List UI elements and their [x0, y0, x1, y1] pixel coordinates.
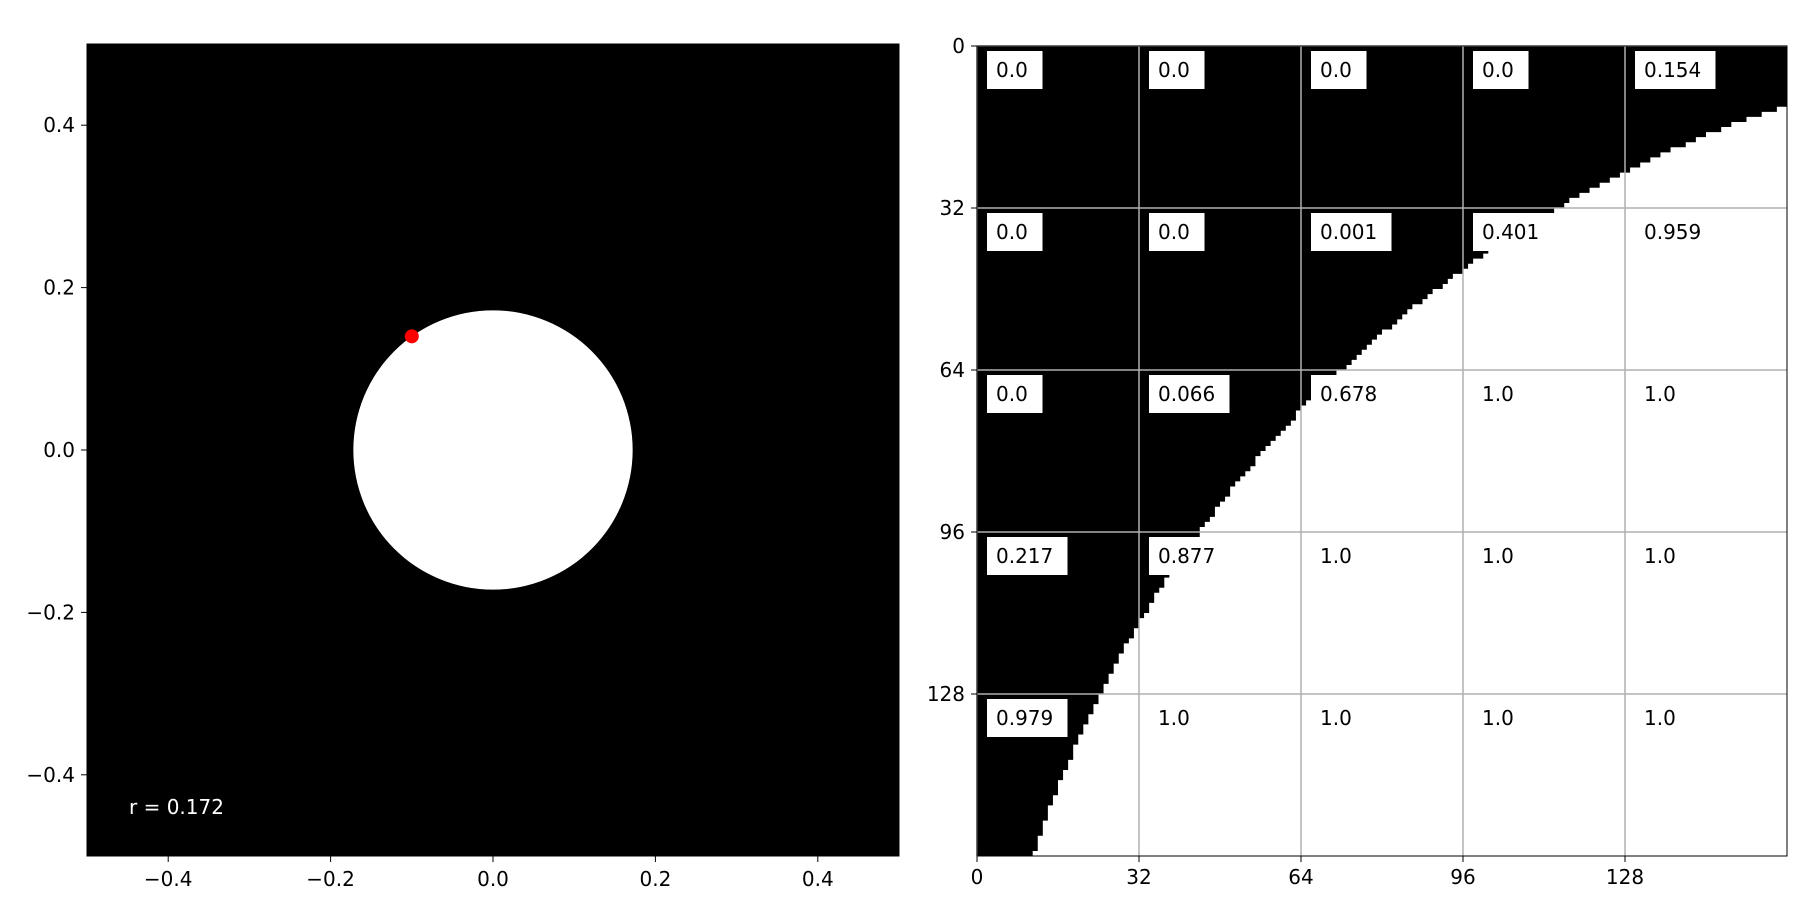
tile-value-label: 1.0 — [1482, 382, 1514, 406]
tile-value-label: 1.0 — [1644, 706, 1676, 730]
tile-label-box — [1635, 375, 1691, 413]
right-x-axis-ticks: 0 32 64 96 128 — [971, 856, 1644, 889]
tile-label-box — [1635, 699, 1691, 737]
tile-label-box — [1311, 51, 1367, 89]
right-chart-panel: 0.0 0.0 0.0 0.0 0.154 0.0 0.0 0.001 0.401 0.959 0.… — [927, 34, 1788, 889]
left-x-axis-ticks: −0.4 −0.2 0.0 0.2 0.4 — [144, 856, 834, 891]
tile-value-label: 0.959 — [1644, 220, 1701, 244]
tile-label-box — [1311, 213, 1392, 251]
tile-value-label: 0.001 — [1320, 220, 1377, 244]
left-x-tick-label: −0.4 — [144, 867, 193, 891]
left-x-tick-label: 0.4 — [802, 867, 834, 891]
tile-label-box — [1473, 213, 1554, 251]
tile-label-box — [1311, 699, 1367, 737]
tile-label-box — [1311, 375, 1392, 413]
tile-value-label: 0.979 — [996, 706, 1053, 730]
tile-label-box — [1473, 51, 1529, 89]
left-y-tick-label: 0.2 — [43, 276, 75, 300]
tile-value-label: 0.0 — [1320, 58, 1352, 82]
left-x-tick-label: 0.2 — [639, 867, 671, 891]
right-plot-frame — [976, 45, 1788, 857]
right-y-tick-label: 64 — [940, 358, 965, 382]
tile-label-box — [1635, 213, 1716, 251]
tile-label-box — [987, 537, 1068, 575]
tile-value-label: 0.066 — [1158, 382, 1215, 406]
left-y-tick-label: −0.2 — [26, 600, 75, 624]
tile-label-box — [1635, 537, 1691, 575]
right-y-tick-label: 0 — [952, 34, 965, 58]
tile-value-label: 0.0 — [996, 58, 1028, 82]
tile-value-label: 1.0 — [1158, 706, 1190, 730]
tile-value-label: 1.0 — [1644, 382, 1676, 406]
left-x-tick-label: −0.2 — [306, 867, 355, 891]
left-y-tick-label: 0.0 — [43, 438, 75, 462]
right-x-tick-label: 96 — [1450, 865, 1475, 889]
tile-value-label: 0.0 — [996, 382, 1028, 406]
tile-value-label: 0.0 — [1158, 58, 1190, 82]
tile-label-box — [987, 51, 1043, 89]
tile-value-label: 1.0 — [1482, 706, 1514, 730]
left-x-tick-label: 0.0 — [477, 867, 509, 891]
left-plot-frame — [86, 43, 900, 857]
tile-value-label: 0.678 — [1320, 382, 1377, 406]
radius-annotation: r = 0.172 — [129, 795, 224, 819]
right-x-tick-label: 0 — [971, 865, 984, 889]
tile-label-box — [1473, 699, 1529, 737]
right-y-tick-label: 32 — [940, 196, 965, 220]
tile-label-box — [1635, 51, 1716, 89]
left-y-tick-label: 0.4 — [43, 113, 75, 137]
tile-label-box — [1149, 375, 1230, 413]
tile-label-box — [987, 699, 1068, 737]
tile-label-box — [1473, 537, 1529, 575]
tile-value-label: 0.401 — [1482, 220, 1539, 244]
tile-label-box — [1311, 537, 1367, 575]
right-y-tick-label: 128 — [927, 682, 965, 706]
tile-label-box — [1149, 51, 1205, 89]
tile-value-label: 1.0 — [1644, 544, 1676, 568]
red-point — [404, 329, 419, 344]
tile-value-label: 0.0 — [996, 220, 1028, 244]
tile-value-label: 1.0 — [1320, 706, 1352, 730]
right-x-tick-label: 64 — [1288, 865, 1313, 889]
tile-value-label: 0.0 — [1482, 58, 1514, 82]
left-y-tick-label: −0.4 — [26, 763, 75, 787]
tile-value-label: 0.217 — [996, 544, 1053, 568]
tile-value-labels: 0.0 0.0 0.0 0.0 0.154 0.0 0.0 0.001 0.401 0.959 0.… — [987, 51, 1716, 737]
white-circle — [353, 310, 633, 590]
right-y-axis-ticks: 0 32 64 96 128 — [927, 34, 977, 706]
right-x-tick-label: 128 — [1606, 865, 1644, 889]
right-x-tick-label: 32 — [1126, 865, 1151, 889]
tile-value-label: 1.0 — [1482, 544, 1514, 568]
tile-label-box — [1473, 375, 1529, 413]
tile-value-label: 0.0 — [1158, 220, 1190, 244]
left-y-axis-ticks: 0.4 0.2 0.0 −0.2 −0.4 — [26, 113, 87, 787]
tile-label-box — [987, 213, 1043, 251]
tile-value-label: 0.154 — [1644, 58, 1701, 82]
tile-value-label: 0.877 — [1158, 544, 1215, 568]
tile-label-box — [1149, 537, 1230, 575]
right-y-tick-label: 96 — [940, 520, 965, 544]
tile-label-box — [1149, 699, 1205, 737]
tile-label-box — [1149, 213, 1205, 251]
tile-value-label: 1.0 — [1320, 544, 1352, 568]
tile-label-box — [987, 375, 1043, 413]
